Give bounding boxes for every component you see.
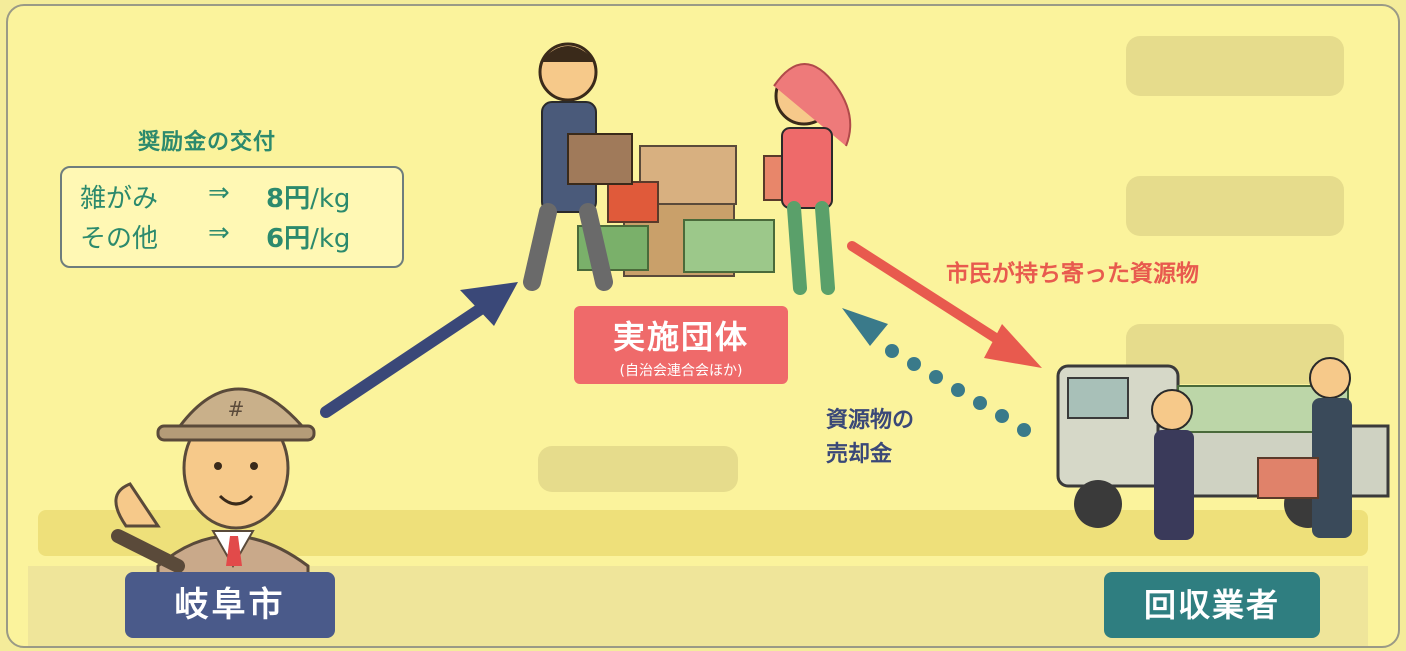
organization-label: 実施団体 (自治会連合会ほか) [574, 306, 788, 384]
incentive-rates-box: 雑がみ ⇒ 8円/kg その他 ⇒ 6円/kg [60, 166, 404, 268]
illustration-layer: # [111, 42, 1390, 578]
city-label: 岐阜市 [125, 572, 335, 638]
rate-category: その他 [80, 224, 159, 254]
organization-note: (自治会連合会ほか) [619, 363, 743, 379]
incentive-title: 奨励金の交付 [138, 130, 277, 155]
rate-amount: 8円/kg [266, 178, 350, 215]
background-pill [1126, 36, 1344, 96]
rate-amount-value: 8円 [266, 184, 311, 214]
citizens-with-bundles-illustration [523, 42, 852, 295]
sale-proceeds-label: 資源物の 売却金 [826, 404, 966, 472]
rate-amount: 6円/kg [266, 218, 350, 255]
sale-proceeds-line1: 資源物の [826, 408, 915, 433]
svg-text:#: # [228, 397, 245, 421]
rate-unit: /kg [310, 224, 351, 254]
background-pill [538, 446, 738, 492]
citizen-materials-arrow [847, 241, 1042, 368]
city-to-organization-arrow [320, 282, 518, 418]
background-pill [1126, 176, 1344, 236]
rate-row: 雑がみ ⇒ 8円/kg [62, 178, 402, 218]
collector-label: 回収業者 [1104, 572, 1320, 638]
sale-proceeds-arrow [842, 308, 1031, 437]
city-official-illustration: # [111, 387, 316, 578]
diagram-frame: # [6, 4, 1400, 648]
rate-arrow: ⇒ [208, 178, 230, 208]
rate-arrow: ⇒ [208, 218, 230, 248]
rate-category: 雑がみ [80, 184, 159, 214]
citizen-materials-label: 市民が持ち寄った資源物 [946, 261, 1199, 287]
sale-proceeds-line2: 売却金 [826, 442, 893, 467]
organization-name: 実施団体 [612, 318, 749, 356]
rate-amount-value: 6円 [266, 224, 311, 254]
rate-row: その他 ⇒ 6円/kg [62, 218, 402, 258]
collection-truck-illustration [1056, 357, 1390, 540]
rate-unit: /kg [310, 184, 351, 214]
